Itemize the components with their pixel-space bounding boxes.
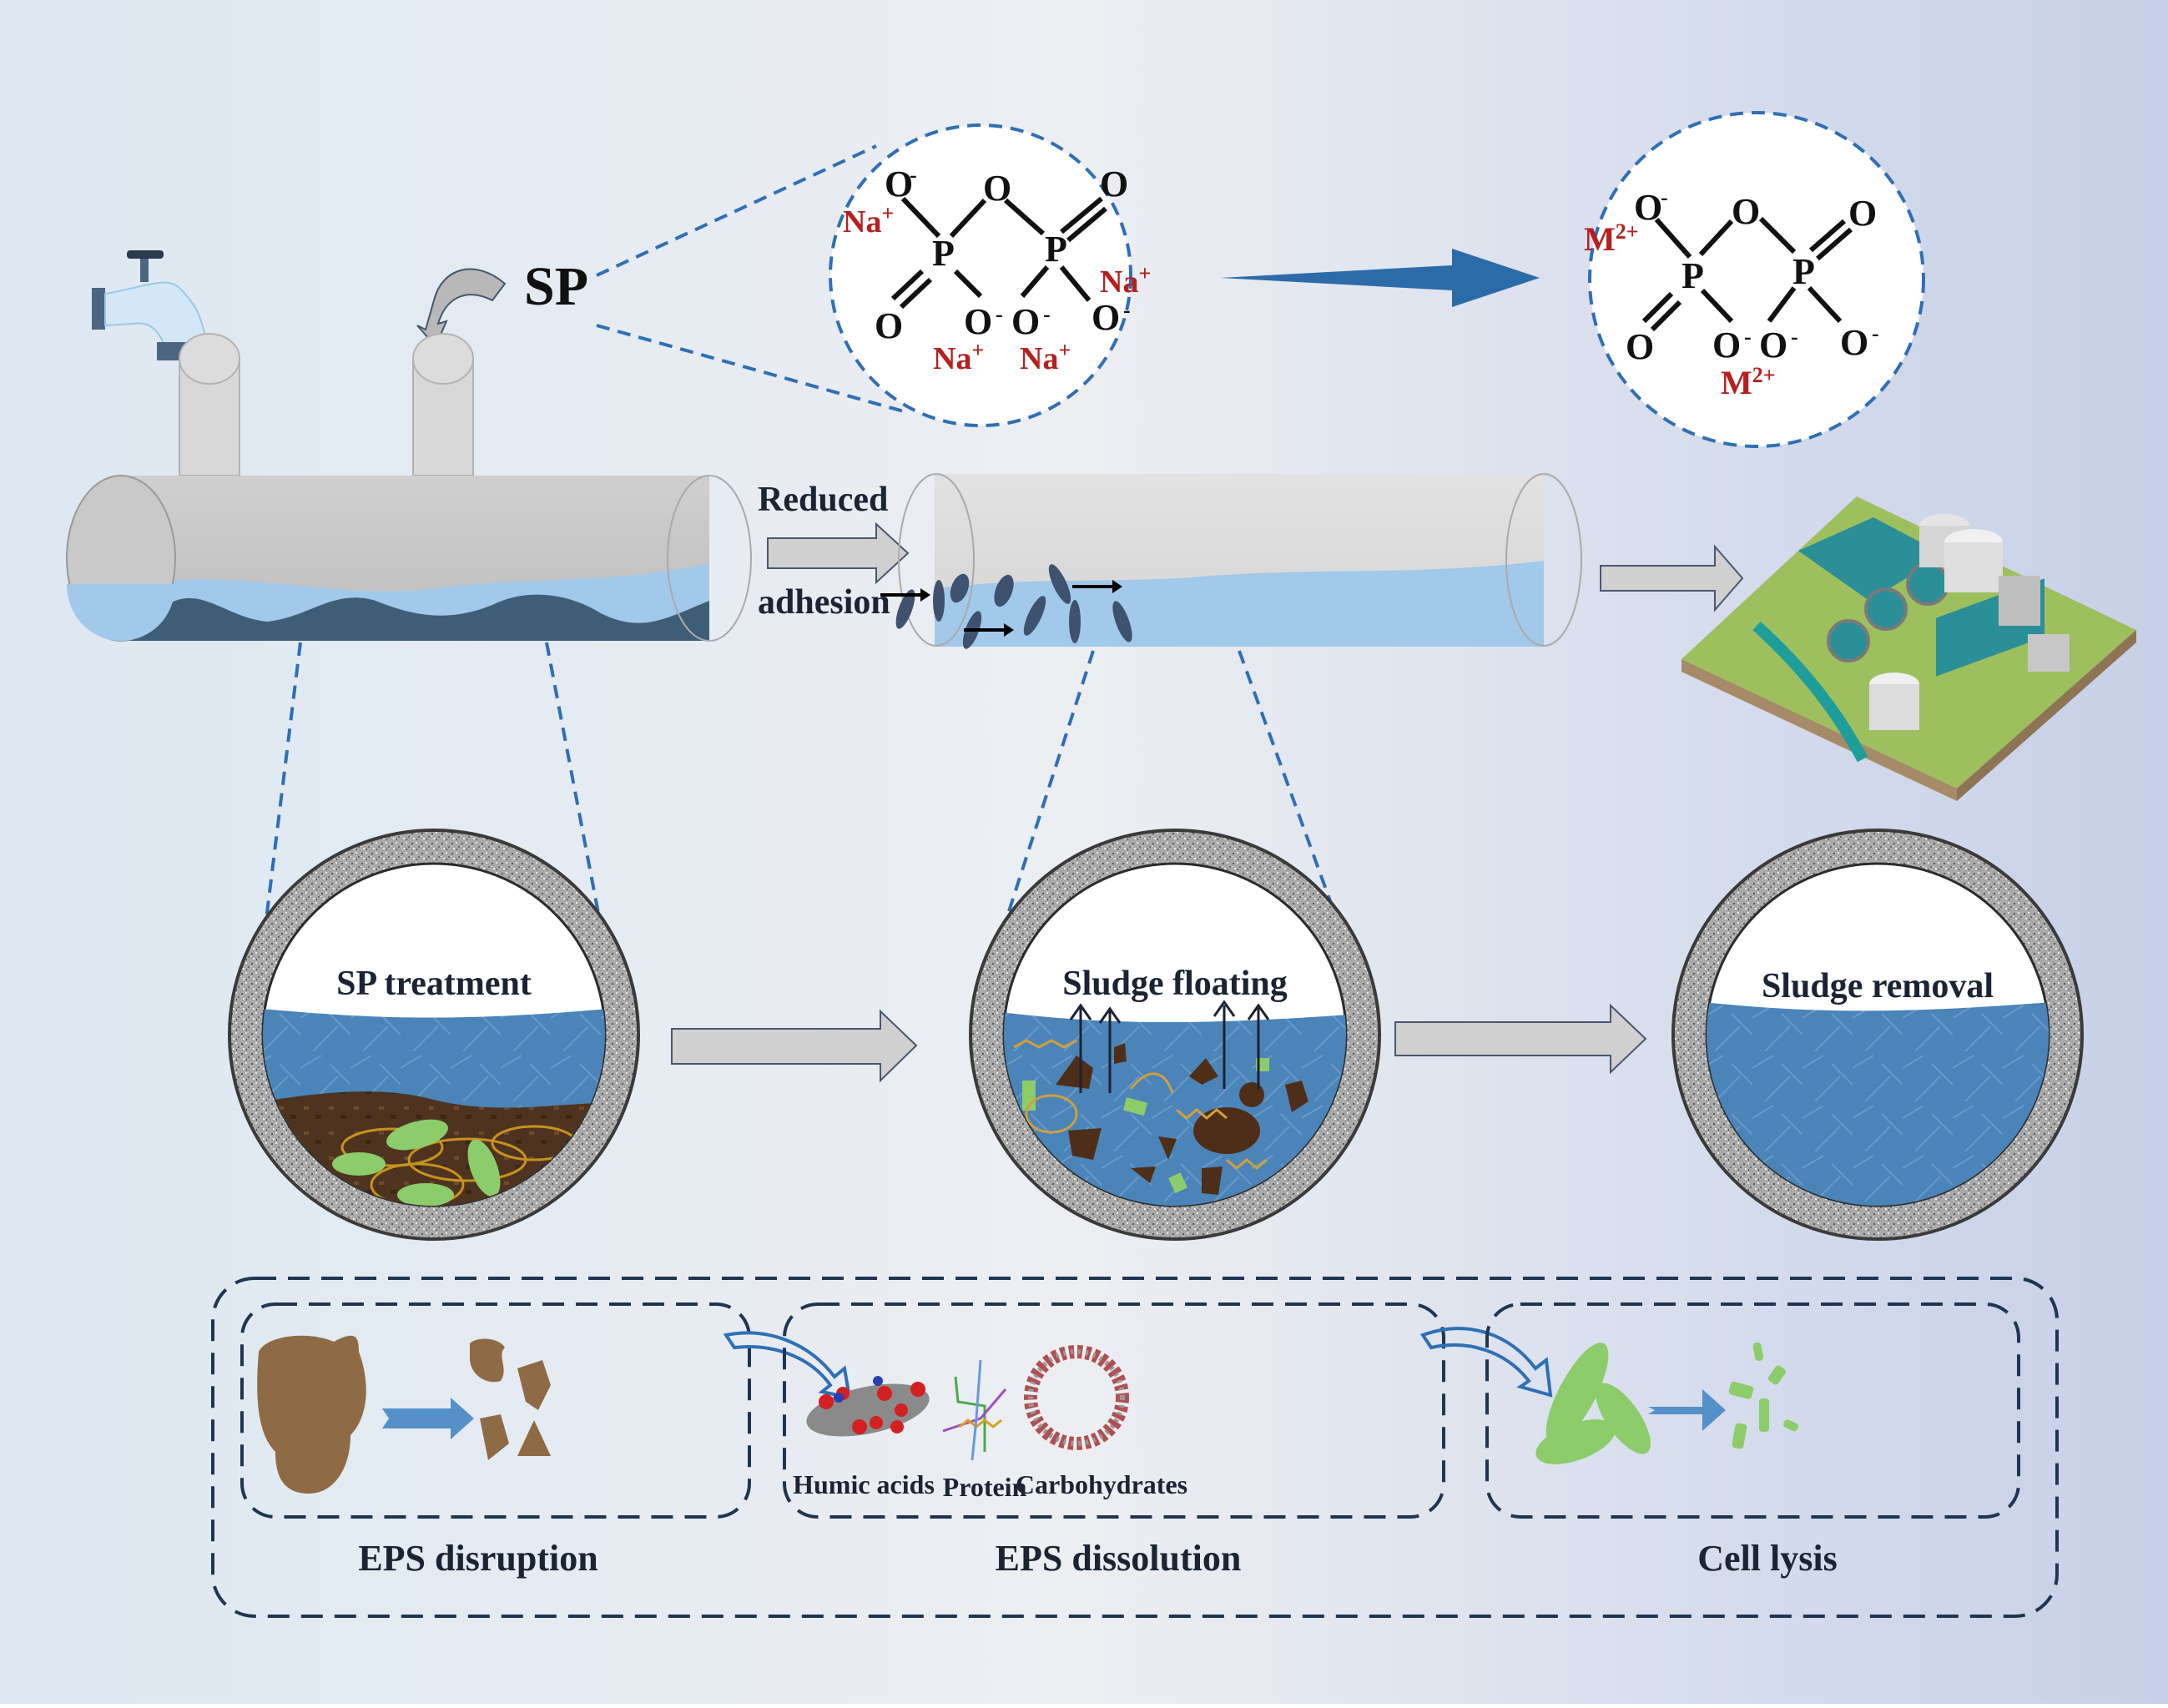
svg-text:O: O xyxy=(1840,322,1868,363)
cell-lysis-panel: Cell lysis xyxy=(1485,1302,2020,1579)
sp-inlet-arrow xyxy=(416,268,507,348)
sludge-floc-icon xyxy=(1056,1043,1308,1195)
svg-text:O: O xyxy=(1848,193,1877,234)
reaction-arrow xyxy=(1220,249,1540,307)
sp-label: SP xyxy=(524,256,588,317)
reduced-adhesion-label-line2: adhesion xyxy=(758,583,890,622)
svg-text:O: O xyxy=(1092,297,1120,338)
reduced-adhesion-label-line1: Reduced xyxy=(758,481,888,519)
bacteria-icon xyxy=(332,1119,501,1206)
svg-text:O: O xyxy=(1712,325,1741,365)
svg-text:-: - xyxy=(1661,185,1668,209)
metal-cation: M2+ xyxy=(1721,363,1776,401)
svg-text:P: P xyxy=(1045,229,1067,270)
lysis-arrow xyxy=(1648,1389,1726,1431)
sodium-pyrophosphate-molecule: O - O O P P O O - O - O - Na+ Na+ Na+ Na… xyxy=(829,123,1151,427)
svg-text:P: P xyxy=(932,233,955,274)
svg-text:O: O xyxy=(983,168,1011,209)
cleaned-pipe xyxy=(880,473,1582,649)
component-label: Protein xyxy=(943,1472,1027,1502)
disruption-arrow xyxy=(382,1398,474,1439)
svg-text:Na+: Na+ xyxy=(933,338,984,376)
float-arrows xyxy=(1069,1000,1270,1093)
detached-particles xyxy=(895,564,1132,649)
eps-disruption-panel: EPS disruption xyxy=(240,1302,751,1579)
svg-text:-: - xyxy=(910,163,917,187)
carbohydrate-ring-icon xyxy=(1024,1345,1129,1450)
sludge-floc-icon xyxy=(257,1335,366,1494)
mechanism-title: EPS disruption xyxy=(358,1538,597,1579)
biofilm-sediment xyxy=(121,594,709,641)
svg-text:-: - xyxy=(1872,321,1879,345)
flow-arrow xyxy=(1394,1003,1647,1075)
metal-cation: M2+ xyxy=(1584,219,1639,258)
svg-text:-: - xyxy=(996,302,1003,326)
sodium-cation: Na+ xyxy=(1020,338,1071,376)
circle-label: Sludge floating xyxy=(1062,965,1288,1003)
flow-arrow xyxy=(671,1009,918,1083)
svg-text:M2+: M2+ xyxy=(1721,363,1776,401)
flow-arrow xyxy=(1600,544,1744,612)
svg-text:M2+: M2+ xyxy=(1584,219,1639,258)
svg-text:-: - xyxy=(1791,325,1798,349)
sludge-floating-panel: Sludge floating xyxy=(969,829,1381,1241)
component-label: Humic acids xyxy=(793,1469,935,1499)
flow-arrows xyxy=(880,585,1118,632)
humic-acid-molecule-icon xyxy=(806,1376,930,1437)
treatment-plant-icon xyxy=(1681,496,2136,801)
mechanism-outer-frame xyxy=(211,1277,2059,1618)
left-pipe xyxy=(66,333,752,642)
sodium-cation: Na+ xyxy=(843,201,894,239)
svg-text:O: O xyxy=(964,301,992,342)
svg-text:O: O xyxy=(1634,187,1662,228)
circle-label: SP treatment xyxy=(336,965,532,1003)
svg-text:P: P xyxy=(1792,251,1815,292)
eps-dissolution-panel: Humic acids Protein Carbohydrates EPS di… xyxy=(783,1302,1445,1579)
svg-text:-: - xyxy=(1744,325,1752,349)
component-label: Carbohydrates xyxy=(1016,1469,1187,1499)
transition-arrow xyxy=(1419,1327,1553,1398)
mechanism-title: EPS dissolution xyxy=(996,1538,1242,1579)
zoom-line xyxy=(1238,650,1341,927)
zoom-line xyxy=(1000,650,1095,935)
zoom-line xyxy=(596,324,910,415)
mechanism-title: Cell lysis xyxy=(1697,1538,1837,1579)
svg-text:P: P xyxy=(1681,255,1704,296)
svg-text:O: O xyxy=(1011,301,1040,342)
sodium-cation: Na+ xyxy=(1100,261,1151,300)
sludge-removal-panel: Sludge removal xyxy=(1671,829,2084,1241)
cell-fragments-icon xyxy=(1728,1342,1798,1449)
svg-text:O: O xyxy=(1732,191,1760,232)
svg-text:-: - xyxy=(1123,298,1131,322)
sp-treatment-panel: SP treatment xyxy=(228,829,640,1241)
zoom-line xyxy=(545,642,603,927)
svg-text:O: O xyxy=(875,305,903,346)
svg-text:O: O xyxy=(1626,326,1654,367)
eps-network xyxy=(340,1125,577,1206)
metal-pyrophosphate-molecule: O - O O P P O O - O - O - M2+ M2+ xyxy=(1584,111,1925,448)
protein-chain-icon xyxy=(942,1359,1007,1461)
zoom-line xyxy=(264,642,302,927)
svg-text:O: O xyxy=(1759,325,1787,365)
flow-arrow xyxy=(767,521,910,585)
svg-text:-: - xyxy=(1043,302,1051,326)
circle-label: Sludge removal xyxy=(1762,967,1994,1005)
sludge-fragments-icon xyxy=(470,1338,551,1460)
bacteria-icon xyxy=(1535,1343,1651,1464)
svg-text:O: O xyxy=(1100,164,1128,204)
svg-text:Na+: Na+ xyxy=(843,201,894,239)
svg-text:Na+: Na+ xyxy=(1020,338,1071,376)
curved-arrow-icon xyxy=(416,268,507,348)
zoom-line xyxy=(596,144,877,277)
svg-text:Na+: Na+ xyxy=(1100,261,1151,300)
svg-text:O: O xyxy=(885,164,913,204)
sodium-cation: Na+ xyxy=(933,338,984,376)
sludge-layer xyxy=(263,1091,605,1206)
